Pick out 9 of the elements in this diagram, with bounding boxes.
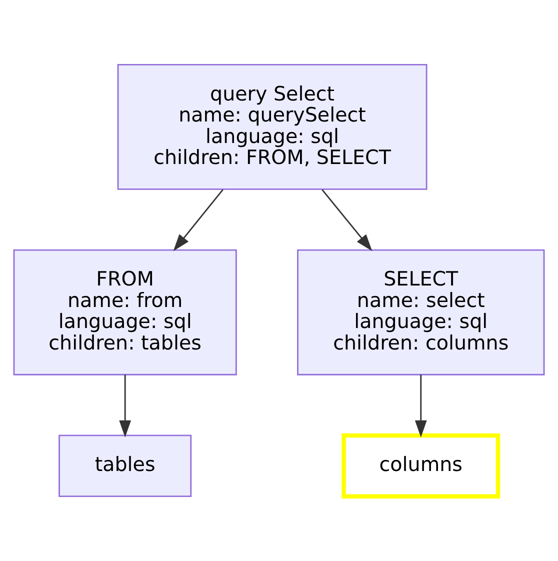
node-box: tables (58, 434, 192, 498)
node-box: query Select name: querySelect language: sql children: FROM, SELECT (117, 64, 428, 190)
node-box: SELECT name: select language: sql children: columns (297, 249, 545, 376)
arrow (173, 189, 224, 252)
arrow (414, 374, 427, 438)
arrow (119, 374, 132, 438)
node-box: FROM name: from language: sql children: tables (13, 249, 237, 376)
node-box: columns (342, 433, 500, 498)
arrow (322, 189, 372, 252)
